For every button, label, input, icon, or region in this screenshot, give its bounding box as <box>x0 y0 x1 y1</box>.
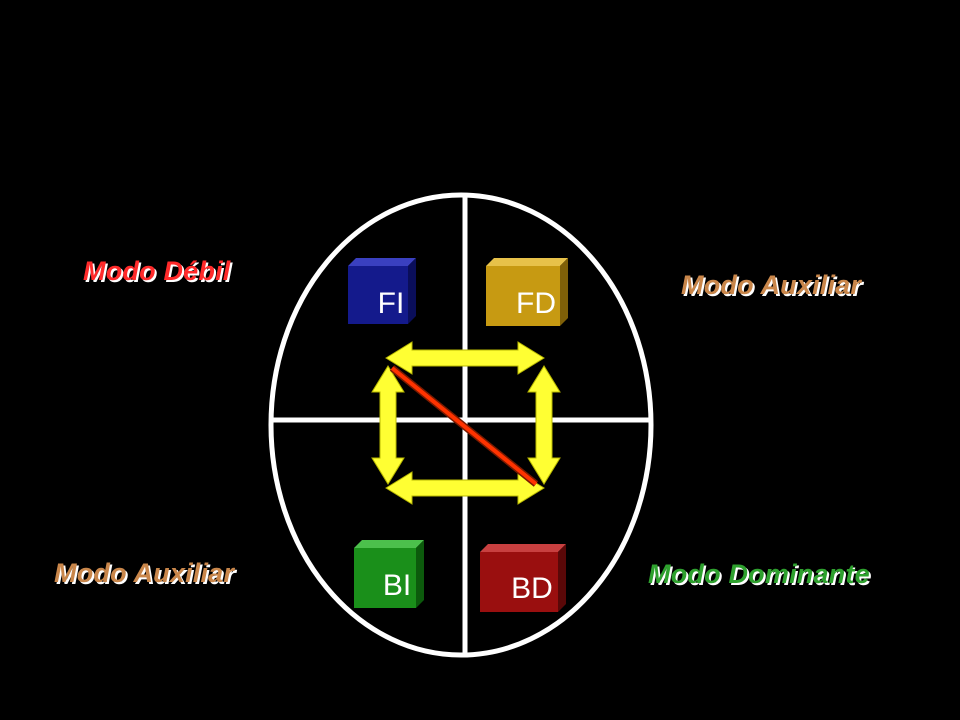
cube-fi-front <box>348 266 408 324</box>
cube-bi-label: BI <box>383 569 411 602</box>
diagonal-line-inner <box>390 366 538 486</box>
cube-fi-side <box>408 258 416 324</box>
cube-bd: BD <box>480 544 566 612</box>
cube-fd-side <box>560 258 568 326</box>
label-modo-dominante: Modo Dominante <box>648 559 870 589</box>
cube-bd-label: BD <box>511 572 553 605</box>
label-modo-auxiliar-top: Modo Auxiliar <box>681 270 862 300</box>
cube-fi-label: FI <box>378 287 405 320</box>
cube-bi: BI <box>354 540 424 608</box>
cube-bi-front <box>354 548 416 608</box>
brain-ellipse <box>268 192 654 658</box>
cube-fd-label: FD <box>516 287 556 320</box>
bottom-arrow <box>385 471 545 505</box>
cube-fd: FD <box>486 258 568 326</box>
cube-fd-front <box>486 266 560 326</box>
cube-bi-side <box>416 540 424 608</box>
top-arrow <box>385 341 545 375</box>
cube-bi-top <box>354 540 424 548</box>
label-modo-auxiliar-bottom: Modo Auxiliar <box>54 558 235 588</box>
cube-fd-top <box>486 258 568 266</box>
cube-bd-top <box>480 544 566 552</box>
right-arrow <box>527 365 561 485</box>
cube-bd-side <box>558 544 566 612</box>
cube-fi-top <box>348 258 416 266</box>
arrow-loop <box>371 341 561 505</box>
label-modo-debil: Modo Débil <box>83 256 231 286</box>
left-arrow <box>371 365 405 485</box>
cube-fi: FI <box>348 258 416 324</box>
cube-bd-front <box>480 552 558 612</box>
